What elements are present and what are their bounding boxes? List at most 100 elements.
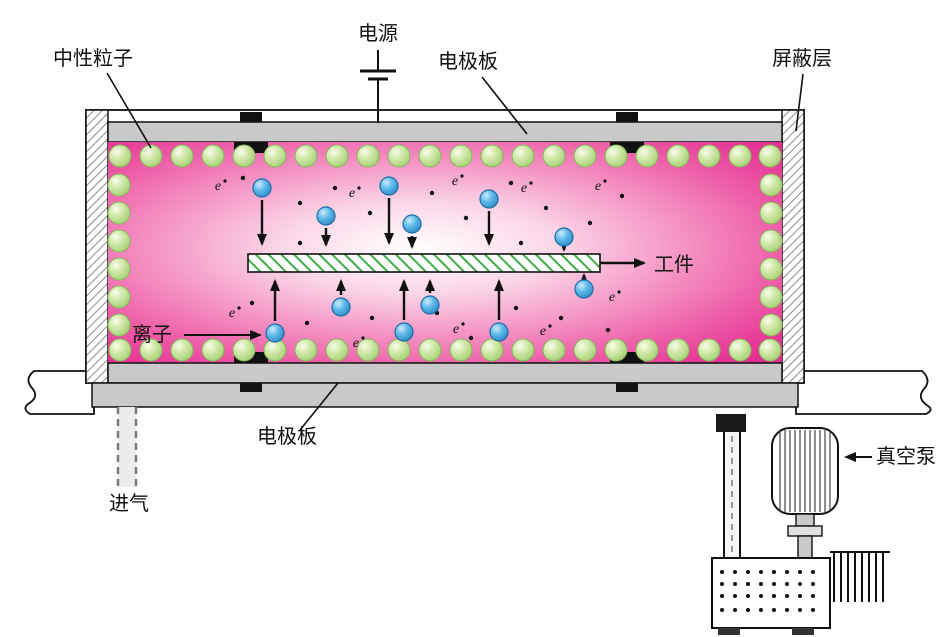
neutral-particle (263, 144, 287, 168)
ion-arrows (257, 198, 589, 321)
neutral-particle (728, 338, 752, 362)
motor-mesh (779, 430, 831, 512)
neutral-particle (201, 144, 225, 168)
svg-text:e: e (353, 336, 359, 351)
neutral-particle (418, 338, 442, 362)
neutral-particle (418, 144, 442, 168)
left-duct-break (24, 370, 95, 415)
neutral-particle (666, 338, 690, 362)
neutral-particle (759, 257, 783, 281)
shield-wall-left (85, 109, 109, 384)
pump-foot-right (792, 628, 814, 635)
svg-text:e: e (349, 186, 355, 201)
neutral-particle (232, 144, 256, 168)
pump-fins (830, 551, 890, 602)
svg-text:e: e (229, 306, 235, 321)
plasma-region (108, 142, 782, 363)
ion (574, 279, 594, 299)
neutral-particle (758, 338, 782, 362)
leader-electrode-top (481, 76, 528, 135)
neutral-particle (107, 257, 131, 281)
neutral-particle (604, 338, 628, 362)
ion (316, 206, 336, 226)
neutral-particle (759, 229, 783, 253)
neutral-particle (759, 285, 783, 309)
neutral-particle (573, 338, 597, 362)
label-power: 电源 (358, 22, 398, 45)
electrode-plate-bottom (107, 362, 783, 384)
neutral-particle (387, 338, 411, 362)
neutral-particle (107, 173, 131, 197)
neutral-particle (325, 144, 349, 168)
electrode-plate-top (107, 121, 783, 143)
neutral-particle (170, 338, 194, 362)
svg-text:e: e (215, 179, 221, 194)
label-shield-layer: 屏蔽层 (772, 47, 832, 70)
label-vacuum-pump: 真空泵 (876, 445, 936, 468)
svg-text:e: e (452, 174, 458, 189)
pump-foot-left (718, 628, 740, 635)
neutral-particle (108, 338, 132, 362)
neutral-particle (759, 173, 783, 197)
svg-text:e: e (521, 181, 527, 196)
ion (394, 322, 414, 342)
neutral-particle (294, 338, 318, 362)
neutral-particle (107, 285, 131, 309)
pump-body-dots (720, 570, 815, 612)
ion (489, 322, 509, 342)
neutral-particle (294, 144, 318, 168)
neutral-particle (108, 144, 132, 168)
neutral-particle (635, 144, 659, 168)
pump-body (711, 557, 831, 629)
ion (554, 227, 574, 247)
right-duct-break (795, 370, 932, 415)
neutral-particle (511, 144, 535, 168)
neutral-particle (449, 338, 473, 362)
neutral-particle (449, 144, 473, 168)
base-flange (91, 382, 799, 408)
svg-text:e: e (453, 322, 459, 337)
pipe-collar (716, 414, 746, 432)
neutral-particle (107, 229, 131, 253)
vacuum-pump-assembly (711, 414, 890, 635)
neutral-particle (758, 144, 782, 168)
svg-text:e: e (609, 290, 615, 305)
neutral-particle (387, 144, 411, 168)
leader-shield-layer (795, 73, 804, 132)
ion (331, 297, 351, 317)
power-source-icon (360, 50, 396, 123)
neutral-particle (139, 144, 163, 168)
neutral-particle (697, 144, 721, 168)
neutral-particle (759, 313, 783, 337)
label-electrode-bottom: 电极板 (257, 425, 317, 448)
neutral-particle (356, 144, 380, 168)
neutral-particle (759, 201, 783, 225)
gas-inlet-tube (116, 407, 138, 487)
neutral-particle (232, 338, 256, 362)
workpiece (247, 253, 646, 273)
neutral-particle (542, 144, 566, 168)
neutral-particle (107, 313, 131, 337)
neutral-particle (542, 338, 566, 362)
label-workpiece: 工件 (654, 253, 694, 276)
neutral-particle (107, 201, 131, 225)
neutral-particle (604, 144, 628, 168)
label-neutral-particles: 中性粒子 (53, 47, 133, 70)
ion (479, 189, 499, 209)
ion (379, 176, 399, 196)
neutral-particle (325, 338, 349, 362)
leader-electrode-bottom (299, 382, 339, 431)
label-electrode-top: 电极板 (438, 50, 498, 73)
ion (265, 323, 285, 343)
neutral-particle (201, 338, 225, 362)
motor-stand (797, 535, 813, 559)
neutral-particle (356, 338, 380, 362)
neutral-particle (170, 144, 194, 168)
motor-base (787, 525, 823, 537)
labels: 电源 中性粒子 电极板 屏蔽层 工件 离子 电极板 进气 真空泵 (53, 22, 936, 515)
electrons: e e e e e e e e e e (215, 174, 621, 351)
neutral-particle (573, 144, 597, 168)
particle-dots (240, 175, 625, 341)
ion (402, 214, 422, 234)
